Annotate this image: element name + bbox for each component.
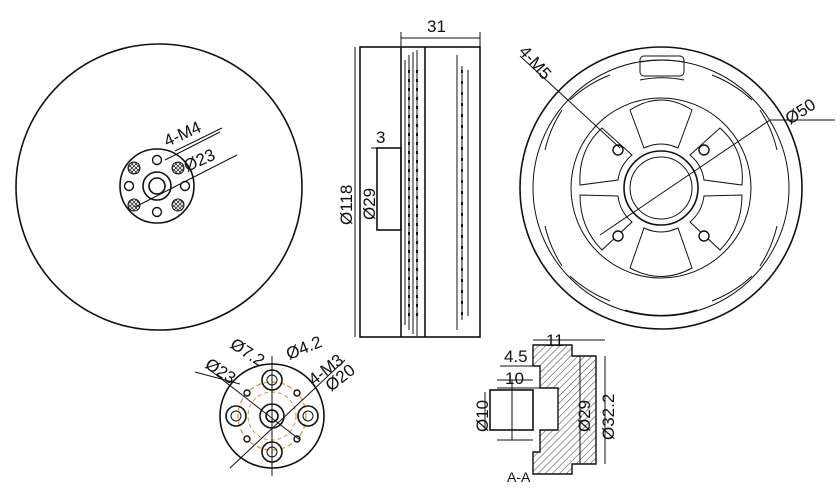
dia-29-label: Ø29 — [360, 188, 379, 220]
dia-118-label: Ø118 — [337, 185, 356, 225]
side-view: 31 3 Ø118 Ø29 — [337, 17, 481, 338]
rear-holes-label: 4-M5 — [515, 42, 555, 83]
sec-10-label: 10 — [505, 369, 524, 388]
sec-d29-label: Ø29 — [575, 400, 594, 432]
front-hub — [119, 148, 195, 224]
sec-d322-label: Ø32.2 — [599, 394, 618, 440]
rear-pcd-label: Ø50 — [782, 95, 819, 128]
detail-d42-label: Ø4.2 — [283, 332, 324, 363]
depth-3-label: 3 — [376, 128, 385, 147]
section-view: 11 4.5 10 Ø10 Ø29 Ø32.2 A-A — [473, 331, 618, 485]
rear-view: 4-M5 Ø50 — [515, 42, 835, 330]
front-view: 4-M4 Ø23 — [15, 43, 303, 331]
sec-d10-label: Ø10 — [473, 400, 492, 432]
width-31-label: 31 — [427, 17, 446, 36]
detail-d23-label: Ø23 — [202, 354, 239, 387]
sec-45-label: 4.5 — [504, 347, 528, 366]
front-pcd-label: Ø23 — [181, 145, 218, 175]
section-aa-label: A-A — [507, 469, 531, 485]
sec-11-label: 11 — [546, 331, 564, 350]
front-holes-label: 4-M4 — [161, 118, 204, 151]
detail-view: Ø7.2 Ø4.2 4-M3 Ø20 Ø23 — [194, 332, 359, 476]
